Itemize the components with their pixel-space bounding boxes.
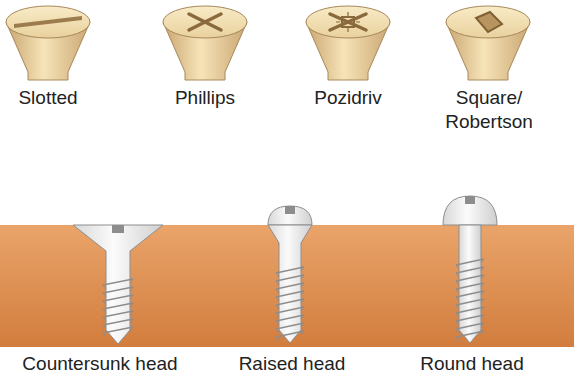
- thread-stroke: [456, 323, 484, 329]
- thread-edge: [456, 289, 459, 293]
- thread-stroke: [276, 283, 304, 289]
- thread-stroke: [103, 295, 133, 301]
- thread-edge: [130, 327, 133, 331]
- thread-edge: [301, 331, 304, 335]
- thread-edge: [276, 321, 279, 325]
- thread-stroke: [456, 331, 484, 337]
- raised-head-screw: [268, 206, 312, 343]
- thread-edge: [456, 337, 459, 341]
- thread-edge: [481, 291, 484, 295]
- thread-stroke: [276, 299, 304, 305]
- thread-stroke: [456, 291, 484, 297]
- head-type-label: Countersunk head: [5, 352, 195, 376]
- thread-edge: [301, 315, 304, 319]
- thread-stroke: [276, 275, 304, 281]
- thread-stroke: [456, 275, 484, 281]
- thread-stroke: [456, 267, 484, 273]
- thread-edge: [130, 303, 133, 307]
- thread-edge: [456, 313, 459, 317]
- thread-edge: [276, 313, 279, 317]
- thread-edge: [456, 297, 459, 301]
- thread-edge: [481, 267, 484, 271]
- thread-edge: [456, 329, 459, 333]
- thread-edge: [276, 337, 279, 341]
- thread-edge: [276, 329, 279, 333]
- thread-edge: [481, 259, 484, 263]
- thread-edge: [276, 297, 279, 301]
- thread-edge: [481, 331, 484, 335]
- thread-stroke: [456, 283, 484, 289]
- thread-edge: [276, 289, 279, 293]
- thread-edge: [481, 275, 484, 279]
- round-head-screw: [443, 196, 497, 343]
- thread-edge: [103, 309, 106, 313]
- thread-edge: [301, 307, 304, 311]
- thread-edge: [456, 305, 459, 309]
- thread-stroke: [103, 327, 133, 333]
- thread-edge: [103, 333, 106, 337]
- thread-edge: [481, 307, 484, 311]
- thread-stroke: [276, 307, 304, 313]
- thread-edge: [456, 273, 459, 277]
- pozidriv-head: [306, 6, 390, 80]
- head-type-label: Raised head: [212, 352, 372, 376]
- thread-edge: [130, 319, 133, 323]
- thread-edge: [130, 295, 133, 299]
- thread-edge: [301, 323, 304, 327]
- thread-stroke: [103, 287, 133, 293]
- thread-stroke: [103, 311, 133, 317]
- screw-threads: [103, 259, 484, 341]
- thread-edge: [456, 265, 459, 269]
- drive-type-label: Slotted: [0, 86, 108, 110]
- thread-edge: [103, 293, 106, 297]
- thread-stroke: [276, 267, 304, 273]
- square-head: [446, 6, 530, 80]
- thread-stroke: [103, 279, 133, 285]
- slotted-head: [6, 6, 90, 80]
- thread-stroke: [276, 291, 304, 297]
- thread-edge: [130, 279, 133, 283]
- thread-edge: [481, 283, 484, 287]
- drive-type-label: Square/ Robertson: [439, 86, 539, 134]
- thread-edge: [103, 285, 106, 289]
- thread-stroke: [103, 303, 133, 309]
- thread-edge: [130, 311, 133, 315]
- thread-stroke: [103, 319, 133, 325]
- wood-block: [0, 225, 574, 347]
- thread-edge: [481, 315, 484, 319]
- thread-stroke: [456, 307, 484, 313]
- thread-edge: [276, 281, 279, 285]
- thread-edge: [301, 275, 304, 279]
- thread-stroke: [276, 331, 304, 337]
- thread-stroke: [456, 259, 484, 265]
- thread-stroke: [276, 323, 304, 329]
- head-type-label: Round head: [392, 352, 552, 376]
- drive-type-label: Pozidriv: [288, 86, 408, 110]
- thread-edge: [130, 287, 133, 291]
- countersunk-screw: [73, 225, 163, 344]
- thread-edge: [456, 281, 459, 285]
- thread-edge: [301, 291, 304, 295]
- thread-edge: [103, 301, 106, 305]
- thread-stroke: [456, 315, 484, 321]
- thread-edge: [276, 273, 279, 277]
- thread-stroke: [456, 299, 484, 305]
- phillips-head: [163, 6, 247, 80]
- thread-edge: [481, 299, 484, 303]
- thread-edge: [276, 305, 279, 309]
- thread-edge: [301, 299, 304, 303]
- thread-edge: [103, 325, 106, 329]
- thread-stroke: [276, 315, 304, 321]
- thread-edge: [456, 321, 459, 325]
- thread-edge: [301, 267, 304, 271]
- thread-edge: [481, 323, 484, 327]
- thread-edge: [103, 317, 106, 321]
- drive-type-label: Phillips: [145, 86, 265, 110]
- thread-edge: [301, 283, 304, 287]
